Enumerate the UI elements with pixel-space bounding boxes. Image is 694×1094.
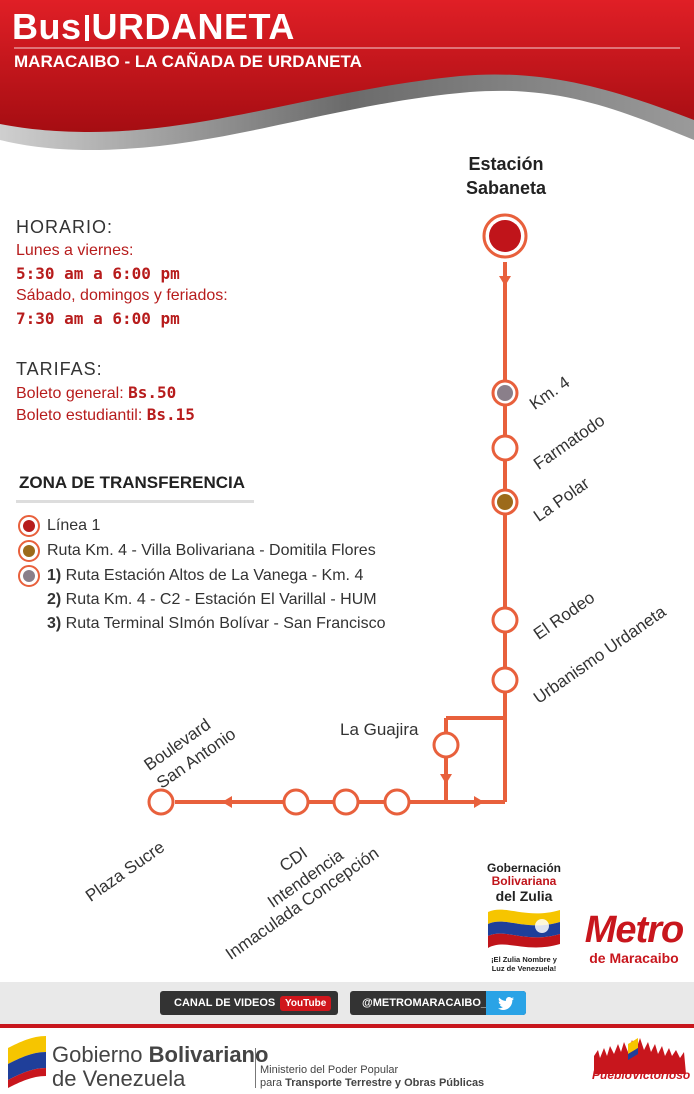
zulia-flag-icon bbox=[488, 909, 560, 948]
stop-plazasucre bbox=[147, 788, 175, 816]
route-3-text: Ruta Terminal SImón Bolívar - San Franci… bbox=[61, 615, 386, 632]
fare-student-value: Bs.15 bbox=[146, 405, 195, 424]
stop-cdi bbox=[282, 788, 310, 816]
label-laguajira: La Guajira bbox=[340, 720, 419, 739]
route-1-number: 1) bbox=[47, 567, 62, 584]
stop-elrodeo bbox=[491, 606, 519, 634]
stop-km4 bbox=[491, 379, 519, 407]
weekday-hours: 5:30 am a 6:00 pm bbox=[16, 264, 180, 283]
brand-prefix: Bus bbox=[12, 6, 82, 47]
fare-student: Boleto estudiantil: Bs.15 bbox=[16, 405, 195, 425]
fare-general-value: Bs.50 bbox=[128, 383, 177, 402]
weekday-label: Lunes a viernes: bbox=[16, 242, 134, 259]
ministry-para: para bbox=[260, 1077, 286, 1089]
transfer-zone-heading: ZONA DE TRANSFERENCIA bbox=[19, 473, 246, 492]
route-1-text: Ruta Estación Altos de La Vanega - Km. 4 bbox=[61, 567, 364, 584]
route-2-number: 2) bbox=[47, 591, 62, 608]
fare-general: Boleto general: Bs.50 bbox=[16, 383, 176, 403]
twitter-bird-icon bbox=[486, 991, 526, 1015]
pueblo-victorioso-slogan: PuebloVictorioso bbox=[592, 1068, 691, 1082]
ministry-line1: Ministerio del Poder Popular bbox=[260, 1064, 399, 1076]
weekend-label: Sábado, domingos y feriados: bbox=[16, 287, 228, 304]
stop-laguajira bbox=[432, 731, 460, 759]
venezuela-flag-icon bbox=[8, 1036, 46, 1088]
pueblo-victorioso-crowd-icon bbox=[594, 1038, 686, 1074]
label-sabaneta: Estación Sabaneta bbox=[465, 154, 547, 198]
transfer-icon-grey-routes bbox=[18, 565, 40, 587]
gobernacion-line1: Gobernación bbox=[486, 861, 561, 875]
transfer-item-route-1: 1) Ruta Estación Altos de La Vanega - Km… bbox=[47, 567, 363, 585]
transfer-item-linea1: Línea 1 bbox=[47, 517, 101, 534]
transfer-item-route-3: 3) Ruta Terminal SImón Bolívar - San Fra… bbox=[47, 615, 386, 633]
weekend-hours: 7:30 am a 6:00 pm bbox=[16, 309, 180, 328]
metro-name: Metro bbox=[584, 909, 684, 951]
metro-city: de Maracaibo bbox=[589, 950, 679, 966]
stop-urbanismo bbox=[491, 666, 519, 694]
social-bar bbox=[0, 982, 694, 1024]
header-banner bbox=[0, 0, 694, 150]
transfer-icon-ruta-km4 bbox=[18, 540, 40, 562]
fares-heading: TARIFAS: bbox=[16, 359, 103, 379]
transfer-divider bbox=[16, 500, 254, 503]
stop-intendencia bbox=[332, 788, 360, 816]
transfer-item-ruta-km4: Ruta Km. 4 - Villa Bolivariana - Domitil… bbox=[47, 542, 376, 559]
stop-farmatodo bbox=[491, 434, 519, 462]
gobernacion-slogan1: ¡El Zulia Nombre y bbox=[491, 955, 557, 964]
transfer-icon-linea1 bbox=[18, 515, 40, 537]
metro-logo: Metro de Maracaibo bbox=[578, 910, 690, 966]
gobernacion-line3: del Zulia bbox=[495, 888, 553, 904]
route-subtitle: MARACAIBO - LA CAÑADA DE URDANETA bbox=[14, 52, 362, 71]
schedule-heading: HORARIO: bbox=[16, 217, 114, 237]
gobernacion-logo: Gobernación Bolivariana del Zulia ¡El Zu… bbox=[484, 861, 564, 974]
footer-divider bbox=[0, 1024, 694, 1028]
gobernacion-line2: Bolivariana bbox=[491, 874, 557, 888]
route-2-text: Ruta Km. 4 - C2 - Estación El Varillal -… bbox=[61, 591, 377, 608]
venezuela-word: de Venezuela bbox=[52, 1066, 186, 1091]
route-3-number: 3) bbox=[47, 615, 62, 632]
gobierno-logo: Gobierno Bolivariano de Venezuela bbox=[52, 1043, 268, 1091]
stop-lapolar bbox=[491, 488, 519, 516]
ministry-name: Transporte Terrestre y Obras Públicas bbox=[285, 1077, 485, 1089]
twitter-handle: @METROMARACAIBO_ bbox=[362, 997, 488, 1009]
stop-sabaneta bbox=[482, 213, 528, 259]
gobierno-word: Gobierno bbox=[52, 1042, 149, 1067]
video-channel-label: CANAL DE VIDEOS bbox=[174, 997, 276, 1009]
bolivariano-word: Bolivariano bbox=[148, 1042, 269, 1067]
direction-arrows bbox=[222, 276, 511, 808]
footer-separator bbox=[255, 1048, 256, 1088]
fare-student-label: Boleto estudiantil: bbox=[16, 407, 147, 424]
twitter-link[interactable]: @METROMARACAIBO_ bbox=[350, 991, 526, 1015]
transfer-item-route-2: 2) Ruta Km. 4 - C2 - Estación El Varilla… bbox=[47, 591, 377, 609]
stop-inmaculada bbox=[383, 788, 411, 816]
fare-general-label: Boleto general: bbox=[16, 385, 129, 402]
ministry-logo: Ministerio del Poder Popular para Transp… bbox=[260, 1064, 484, 1090]
gobernacion-slogan2: Luz de Venezuela! bbox=[491, 964, 557, 973]
brand-name: URDANETA bbox=[91, 6, 295, 47]
youtube-icon: YouTube bbox=[280, 995, 332, 1011]
youtube-channel-link[interactable]: CANAL DE VIDEOS YouTube bbox=[160, 991, 338, 1015]
